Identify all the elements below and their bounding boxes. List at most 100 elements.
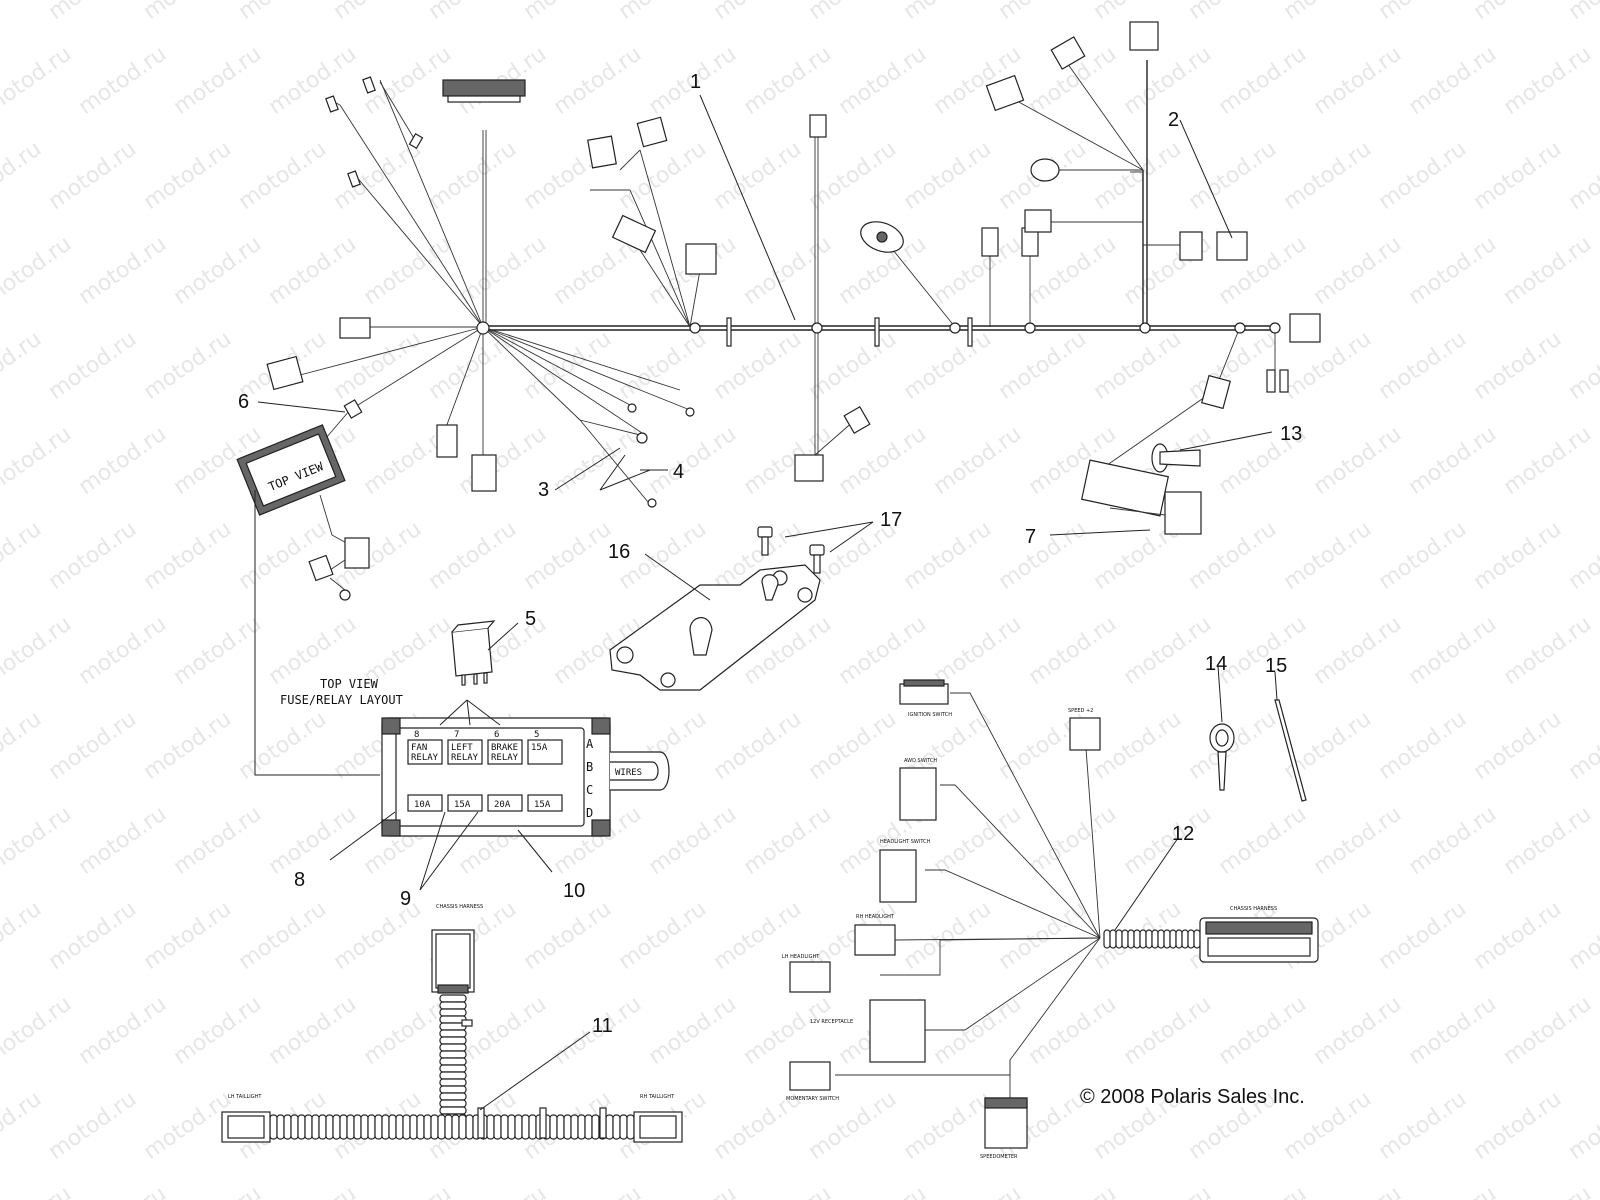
fuse-slot-top [487,739,523,765]
watermark-text: motod.ru [1469,0,1566,25]
fuse-slot-bottom-label: 10A [414,800,431,810]
corrugation [458,1114,467,1140]
corrugation [439,1008,467,1017]
watermark-text: motod.ru [329,517,426,595]
corrugation [304,1114,313,1140]
watermark-text: motod.ru [1499,992,1596,1070]
corrugated-dash [1103,929,1201,949]
watermark-text: motod.ru [614,0,711,25]
receptacle-label: 12V RECEPTACLE [810,1019,853,1025]
corrugation [1175,929,1183,949]
callout-7: 7 [1025,526,1036,548]
corrugation [577,1114,586,1140]
corrugation [465,1114,474,1140]
watermark-text: motod.ru [169,42,266,120]
watermark-text: motod.ru [929,232,1026,310]
callout-14: 14 [1205,653,1227,675]
corrugation [507,1114,516,1140]
watermark-text: motod.ru [549,42,646,120]
watermark-text: motod.ru [739,802,836,880]
main-connector-upper [685,243,717,275]
corrugation [439,1050,467,1059]
watermark-text: motod.ru [519,0,616,25]
watermark-text: motod.ru [74,42,171,120]
watermark-text: motod.ru [234,517,331,595]
tree-connector-top [1129,21,1159,51]
corrugation [1127,929,1135,949]
watermark-text: motod.ru [329,0,426,25]
watermark-text: motod.ru [804,137,901,215]
watermark-text: motod.ru [804,327,901,405]
main-connector-left [339,317,371,339]
watermark-text: motod.ru [1499,422,1596,500]
main-harness [299,59,1280,503]
corrugated-vertical [439,994,467,1122]
watermark-text: motod.ru [1119,1182,1216,1200]
momentary-switch-connector [789,1061,831,1091]
corrugation [1163,929,1171,949]
watermark-text: motod.ru [519,897,616,975]
lh-headlight-connector [789,961,831,993]
watermark-text: motod.ru [1469,517,1566,595]
main-harness-multipin-connector [442,79,526,97]
corrugation [402,1114,411,1140]
watermark-text: motod.ru [454,1182,551,1200]
speed-switch-connector [1069,717,1101,751]
corrugation [423,1114,432,1140]
fuse-slot-bottom-label: 15A [534,800,551,810]
watermark-text: motod.ru [169,992,266,1070]
watermark-text: motod.ru [899,897,996,975]
corrugation [297,1114,306,1140]
fuse-column-number: 6 [494,730,499,740]
corrugation [439,1092,467,1101]
watermark-text: motod.ru [359,1182,456,1200]
watermark-text: motod.ru [1309,612,1406,690]
watermark-text: motod.ru [519,327,616,405]
corrugation [500,1114,509,1140]
watermark-text: motod.ru [1499,42,1596,120]
corrugation [439,1064,467,1073]
watermark-text: motod.ru [169,232,266,310]
watermark-text: motod.ru [264,42,361,120]
corrugation [626,1114,635,1140]
watermark-text: motod.ru [1024,992,1121,1070]
watermark-text: motod.ru [264,992,361,1070]
watermark-text: motod.ru [0,992,76,1070]
main-connector-left2 [266,355,304,391]
corrugation [521,1114,530,1140]
watermark-text: motod.ru [44,0,141,25]
watermark-text: motod.ru [0,42,76,120]
watermark-text: motod.ru [424,137,521,215]
watermark-text: motod.ru [234,897,331,975]
corrugation [549,1114,558,1140]
awd-switch-label: AWD SWITCH [904,758,937,764]
corrugation [528,1114,537,1140]
corrugation [395,1114,404,1140]
corrugation [1151,929,1159,949]
fuse-slot-top-label: RELAY [491,753,519,763]
watermark-text: motod.ru [929,802,1026,880]
corrugation [311,1114,320,1140]
corrugation [269,1114,278,1140]
watermark-text: motod.ru [739,42,836,120]
fuse-slot-bottom-label: 15A [454,800,471,810]
watermark-text: motod.ru [709,707,806,785]
corrugation [430,1114,439,1140]
watermark-text: motod.ru [1594,422,1600,500]
watermark-text: motod.ru [424,0,521,25]
fuse-slot-top-label: RELAY [451,753,479,763]
fuse-box-tab-label: WIRES [615,768,642,778]
watermark-text: motod.ru [329,137,426,215]
watermark-text: motod.ru [0,137,46,215]
watermark-text: motod.ru [0,422,76,500]
corrugation [367,1114,376,1140]
corrugation [439,1085,467,1094]
watermark-text: motod.ru [739,1182,836,1200]
watermark-text: motod.ru [0,897,46,975]
fuse-slot-top-label: BRAKE [491,743,518,753]
watermark-text: motod.ru [1184,137,1281,215]
harness-connectors [266,21,1321,508]
watermark-text: motod.ru [1214,1182,1311,1200]
fuse-column-number: 5 [534,730,539,740]
watermark-text: motod.ru [139,517,236,595]
